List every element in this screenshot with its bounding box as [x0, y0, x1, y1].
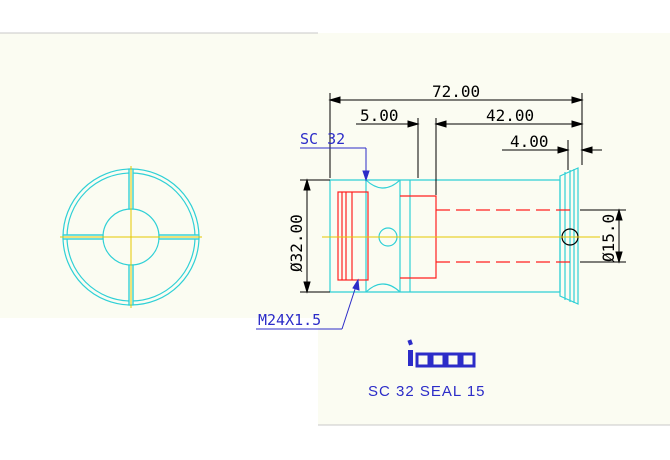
dim-32-arrow-b: [303, 281, 311, 294]
logo-c: [430, 352, 446, 368]
dim-inner-diameter: Ø15.0: [599, 214, 618, 262]
left-panel: [0, 33, 318, 318]
side-view: [322, 167, 600, 305]
body-outline: [329, 167, 579, 305]
dim-shoulder: 5.00: [360, 106, 399, 125]
dim-4-arrow-l: [557, 146, 570, 154]
logo-r: [460, 352, 476, 368]
dim-outer-diameter: Ø32.00: [287, 214, 306, 272]
dim-overall-length: 72.00: [432, 82, 480, 101]
dimensions: [300, 93, 626, 294]
iscar-logo: [407, 339, 476, 368]
thread-bore: [337, 191, 369, 281]
logo-s: [415, 352, 431, 368]
logo-i: [408, 350, 413, 366]
logo-a: [445, 352, 461, 368]
groove-bottom: [365, 283, 401, 293]
dim-42-arrow-r: [571, 120, 584, 128]
logo-i-dot: [407, 339, 413, 346]
sheet-background: [0, 32, 670, 426]
m24-arrow: [352, 278, 360, 291]
dim-15-arrow-b: [615, 251, 623, 264]
thread-label: M24X1.5: [258, 311, 321, 329]
right-panel: [318, 33, 670, 425]
groove-top: [365, 179, 401, 189]
dim-72-arrow-l: [328, 96, 341, 104]
leaders: [256, 147, 370, 330]
dim-4-arrow-r: [580, 146, 593, 154]
dim-72-arrow-r: [571, 96, 584, 104]
flange-ridges: [564, 169, 575, 303]
front-view: [60, 166, 202, 308]
dim-32-arrow-t: [303, 178, 311, 191]
dim-bore-depth: 42.00: [486, 106, 534, 125]
dim-15-arrow-t: [615, 208, 623, 221]
sc-arrow: [362, 170, 370, 182]
dim-5-arrow-a: [407, 120, 420, 128]
collet-label: SC 32: [300, 130, 345, 148]
flange-outline: [559, 167, 579, 305]
dim-flange: 4.00: [510, 132, 549, 151]
drawing-caption: SC 32 SEAL 15: [368, 383, 486, 400]
